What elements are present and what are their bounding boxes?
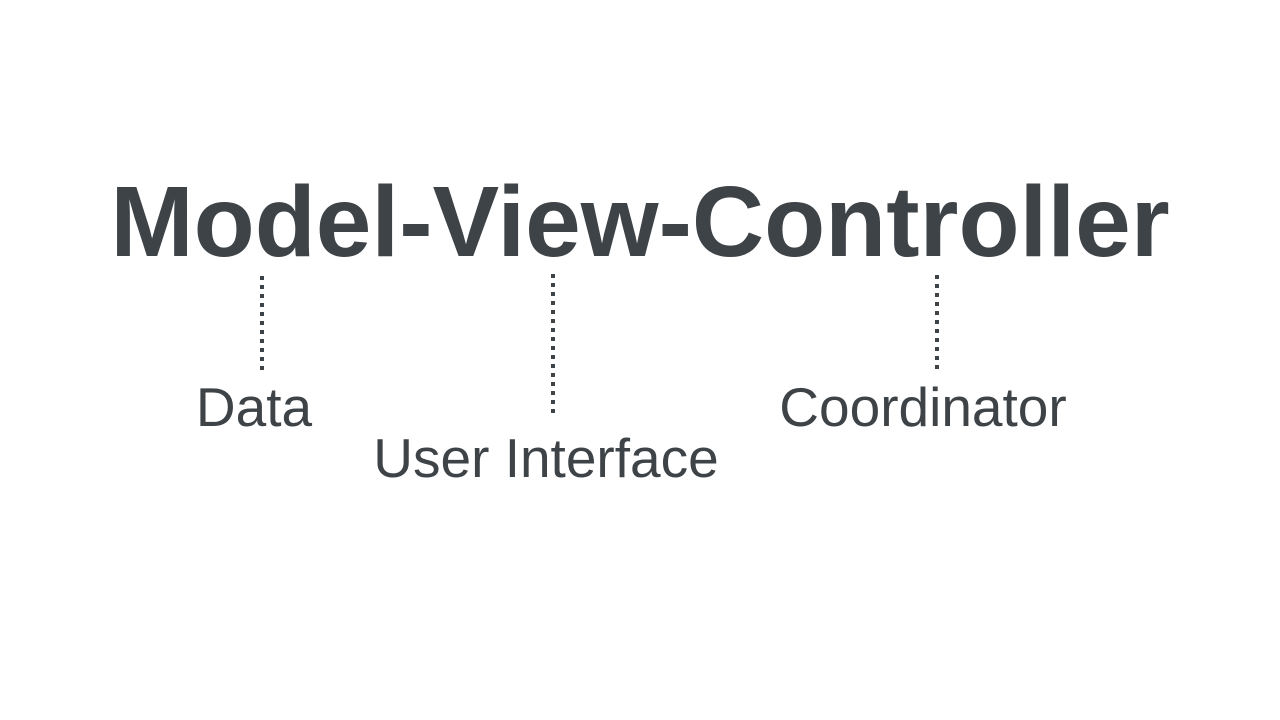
- diagram-title: Model-View-Controller: [110, 166, 1170, 278]
- controller-connector-dotted-line: [935, 275, 939, 371]
- controller-label: Coordinator: [779, 376, 1067, 438]
- view-connector-dotted-line: [551, 274, 555, 418]
- view-label: User Interface: [373, 427, 719, 489]
- model-label: Data: [195, 376, 313, 438]
- model-connector-dotted-line: [260, 276, 264, 371]
